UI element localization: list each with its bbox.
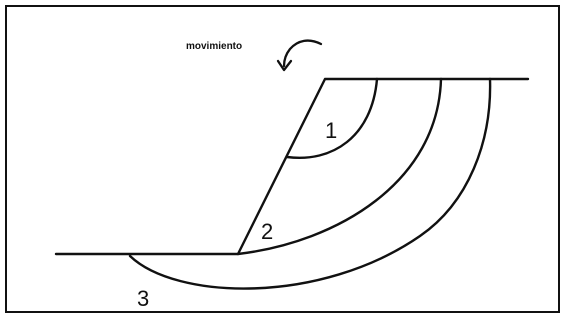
- failure-surface-1: [285, 77, 379, 160]
- label-3: 3: [137, 286, 149, 311]
- label-2: 2: [261, 219, 273, 244]
- outer-border: [5, 5, 560, 313]
- slope-profile: [54, 77, 530, 256]
- label-1: 1: [325, 118, 337, 143]
- movement-arrow-head: [276, 59, 293, 72]
- movement-arrow-curve: [282, 39, 323, 68]
- movement-label: movimiento: [186, 41, 242, 52]
- failure-surface-3: [128, 77, 492, 290]
- failure-surface-2: [236, 77, 443, 256]
